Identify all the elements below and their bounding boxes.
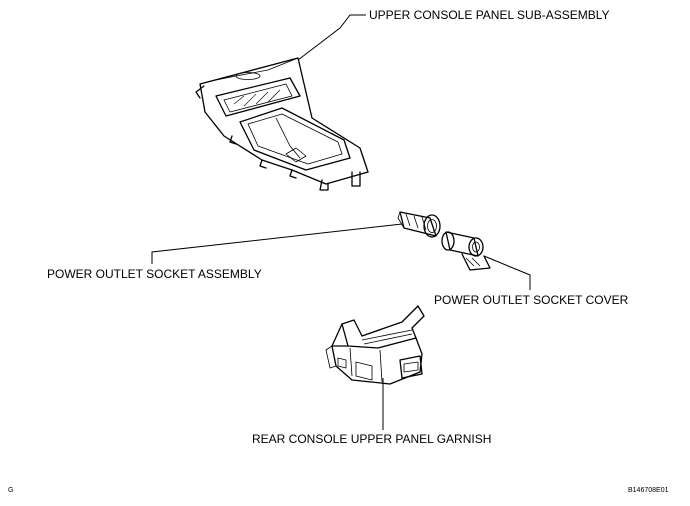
leader-power-outlet-socket-assembly (151, 223, 403, 264)
power-outlet-socket-assembly-part (397, 211, 441, 238)
rear-console-upper-panel-garnish-part (325, 305, 425, 385)
leader-upper-console-panel (297, 14, 366, 61)
label-upper-console-panel-sub-assembly: UPPER CONSOLE PANEL SUB-ASSEMBLY (369, 8, 610, 22)
figure-code: B146708E01 (628, 487, 669, 494)
label-rear-console-upper-panel-garnish: REAR CONSOLE UPPER PANEL GARNISH (252, 432, 492, 446)
corner-mark-left: G (8, 487, 14, 494)
label-power-outlet-socket-cover: POWER OUTLET SOCKET COVER (434, 293, 629, 307)
upper-console-panel-part (195, 57, 369, 191)
power-outlet-socket-cover-part (441, 231, 491, 271)
leader-power-outlet-socket-cover (483, 255, 531, 290)
label-power-outlet-socket-assembly: POWER OUTLET SOCKET ASSEMBLY (47, 267, 262, 281)
